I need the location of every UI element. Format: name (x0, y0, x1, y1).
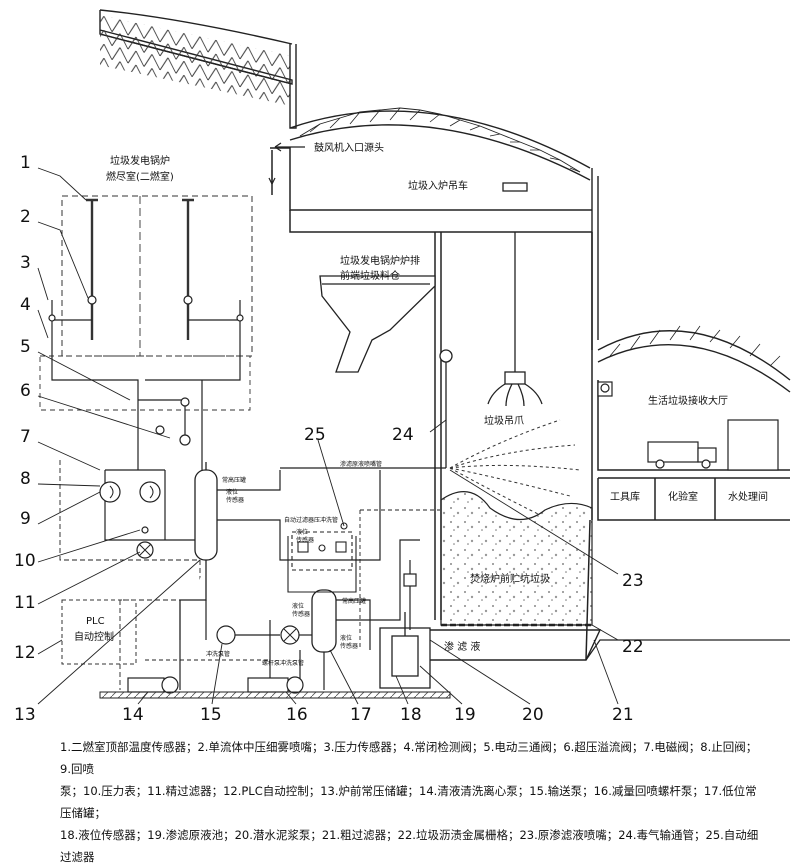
callout-19: 19 (454, 705, 476, 725)
hopper-label-1: 垃圾发电锅炉炉排 (340, 254, 420, 267)
level-sensor-label-8: 传感器 (340, 642, 358, 650)
callout-25: 25 (304, 425, 326, 445)
callout-23: 23 (622, 571, 644, 591)
callout-22: 22 (622, 637, 644, 657)
pipe-flush-label: 冲洗泵管 (206, 650, 230, 658)
hopper-label-2: 前端垃圾料仓 (340, 269, 400, 282)
pipe-spray-label: 渗滤原液喷嘴管 (340, 460, 382, 468)
callout-1: 1 (20, 153, 31, 173)
level-sensor-label-5: 液位 (296, 528, 308, 536)
pit-label: 焚烧炉前贮坑垃圾 (470, 572, 550, 585)
pipe-tank2-label: 常高压罐 (342, 597, 366, 605)
level-sensor-label-4: 传感器 (292, 610, 310, 618)
hall-label: 生活垃圾接收大厅 (648, 394, 728, 407)
room-tools-label: 工具库 (610, 490, 640, 503)
grab-icon (487, 371, 543, 407)
callout-17: 17 (350, 705, 372, 725)
callout-18: 18 (400, 705, 422, 725)
auto-filter (287, 522, 357, 593)
callout-6: 6 (20, 381, 31, 401)
room-lab-label: 化验室 (668, 490, 698, 503)
callout-3: 3 (20, 253, 31, 273)
callout-7: 7 (20, 427, 31, 447)
callout-12: 12 (14, 643, 36, 663)
callout-24: 24 (392, 425, 414, 445)
legend-line-1: 1.二燃室顶部温度传感器；2.单流体中压细雾喷嘴；3.压力传感器；4.常闭检测阀… (60, 740, 758, 776)
furnace-title-1: 垃圾发电锅炉 (110, 154, 170, 167)
callout-8: 8 (20, 469, 31, 489)
pump-14-icon (127, 676, 179, 694)
callout-4: 4 (20, 295, 31, 315)
level-sensor-label-7: 液位 (340, 634, 352, 642)
legend-line-3: 18.液位传感器；19.渗滤原液池；20.潜水泥浆泵；21.粗过滤器；22.垃圾… (60, 828, 759, 864)
tank-lower (311, 589, 337, 653)
callout-21: 21 (612, 705, 634, 725)
diagram-text: 垃圾发电锅炉 燃尽室(二燃室) 鼓风机入口源头 垃圾入炉吊车 垃圾发电锅炉炉排 … (74, 141, 768, 667)
fan-inlet-label: 鼓风机入口源头 (314, 141, 384, 154)
pipe-filter-label: 自动过滤器压冲洗管 (284, 516, 338, 524)
callout-9: 9 (20, 509, 31, 529)
piping-lower (145, 470, 420, 690)
spray-icon (449, 419, 581, 516)
gas-pipe (280, 349, 453, 469)
callout-2: 2 (20, 207, 31, 227)
furnace-title-2: 燃尽室(二燃室) (106, 170, 174, 183)
tank-upper (179, 462, 218, 640)
roof-left (99, 9, 297, 129)
callout-numbers: 1 2 3 4 5 6 7 8 9 10 11 12 13 14 15 16 1… (14, 153, 644, 725)
leachate-tank (359, 509, 440, 689)
callout-10: 10 (14, 551, 36, 571)
hopper (319, 275, 436, 373)
callout-14: 14 (122, 705, 144, 725)
callout-20: 20 (522, 705, 544, 725)
truck-icon (597, 381, 779, 471)
crane (502, 182, 528, 380)
diagram-canvas: 垃圾发电锅炉 燃尽室(二燃室) 鼓风机入口源头 垃圾入炉吊车 垃圾发电锅炉炉排 … (14, 9, 791, 725)
callout-13: 13 (14, 705, 36, 725)
callout-15: 15 (200, 705, 222, 725)
callout-leaders (37, 167, 619, 705)
leachate-label: 渗 滤 液 (444, 640, 480, 653)
callout-5: 5 (20, 337, 31, 357)
level-sensor-label-1: 液位 (226, 488, 238, 496)
room-water-label: 水处理间 (728, 490, 768, 503)
grab-label: 垃圾吊爪 (484, 414, 524, 427)
level-sensor-label-6: 传感器 (296, 536, 314, 544)
furnace-chamber (39, 195, 253, 411)
pump-16-icon (247, 676, 304, 694)
plc-label-2: 自动控制 (74, 630, 114, 643)
pipe-tank1-label: 常高压罐 (222, 476, 246, 484)
legend-line-2: 泵；10.压力表；11.精过滤器；12.PLC自动控制；13.炉前常压储罐；14… (60, 784, 757, 820)
roof-right (597, 325, 791, 393)
roof-center (289, 107, 599, 350)
ground (99, 639, 790, 699)
callout-11: 11 (14, 593, 36, 613)
crane-label: 垃圾入炉吊车 (408, 179, 468, 192)
fan-inlet-arrow (268, 142, 305, 186)
pipe-screw-label: 螺杆泵冲洗泵管 (262, 659, 304, 667)
process-diagram: 垃圾发电锅炉 燃尽室(二燃室) 鼓风机入口源头 垃圾入炉吊车 垃圾发电锅炉炉排 … (14, 9, 791, 864)
level-sensor-label-3: 液位 (292, 602, 304, 610)
plc-box (61, 599, 137, 665)
level-sensor-label-2: 传感器 (226, 496, 244, 504)
plc-label-1: PLC (86, 616, 105, 627)
callout-16: 16 (286, 705, 308, 725)
legend: 1.二燃室顶部温度传感器；2.单流体中压细雾喷嘴；3.压力传感器；4.常闭检测阀… (60, 736, 760, 868)
